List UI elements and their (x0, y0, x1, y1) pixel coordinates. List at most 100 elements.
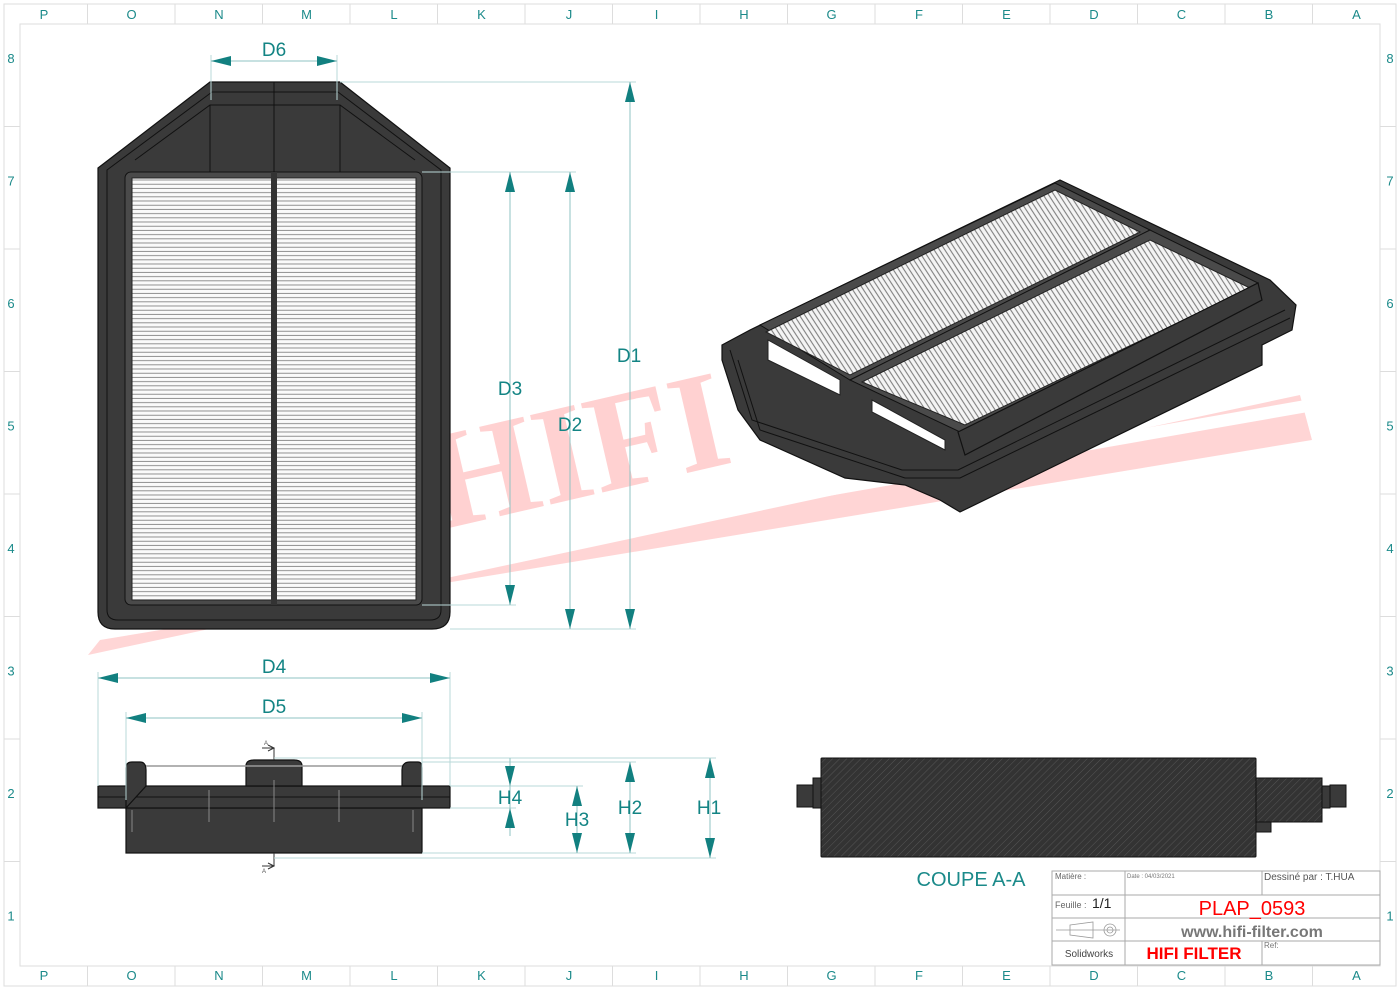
grid-column-label: D (1089, 7, 1098, 22)
dimension-arrowhead (572, 786, 582, 806)
dim-d4-label: D4 (262, 657, 287, 678)
front-view (97, 81, 451, 630)
grid-row-label: 5 (1386, 419, 1393, 434)
grid-ticks (4, 4, 1396, 986)
section-title: COUPE A-A (917, 869, 1027, 891)
dim-h4-label: H4 (498, 788, 523, 809)
dimensions: D6 D1 D3 D2 D4 D5 H4 H3 H2 H1 (97, 40, 721, 859)
dimension-arrowhead (211, 56, 231, 66)
dim-h1-label: H1 (697, 798, 721, 819)
grid-row-label: 6 (7, 296, 14, 311)
software: Solidworks (1065, 949, 1113, 960)
grid-column-label: N (214, 7, 223, 22)
dimension-arrowhead (565, 172, 575, 192)
projection-symbol-icon (1056, 921, 1120, 939)
grid-column-label: A (1352, 7, 1361, 22)
grid-column-label: H (739, 7, 748, 22)
date-label: Date : 04/03/2021 (1127, 874, 1175, 880)
dimension-arrowhead (625, 833, 635, 853)
grid-column-label: G (826, 968, 836, 983)
grid-column-label: D (1089, 968, 1098, 983)
grid-column-label: F (915, 968, 923, 983)
grid-column-label: B (1265, 968, 1274, 983)
grid-column-label: I (655, 7, 659, 22)
website: www.hifi-filter.com (1180, 924, 1323, 941)
dimension-arrowhead (572, 833, 582, 853)
grid-row-label: 3 (1386, 664, 1393, 679)
dimension-arrowhead (505, 172, 515, 192)
grid-column-label: C (1177, 968, 1186, 983)
grid-column-label: M (301, 7, 312, 22)
dimension-arrowhead (565, 609, 575, 629)
grid-column-label: K (477, 968, 486, 983)
grid-column-label: F (915, 7, 923, 22)
grid-column-label: L (390, 968, 397, 983)
dimension-arrowhead (505, 585, 515, 605)
grid-row-label: 3 (7, 664, 14, 679)
grid-column-label: J (566, 7, 573, 22)
dim-d6-label: D6 (262, 40, 286, 61)
grid-column-label: I (655, 968, 659, 983)
side-view: A A (97, 741, 451, 875)
dimension-arrowhead (126, 713, 146, 723)
grid-column-label: B (1265, 7, 1274, 22)
dimension-arrowhead (317, 56, 337, 66)
isometric-view (721, 179, 1297, 513)
dim-h2-label: H2 (618, 798, 642, 819)
dim-d1-label: D1 (617, 346, 641, 367)
grid-column-label: P (40, 968, 49, 983)
grid-column-label: P (40, 7, 49, 22)
sheet-label: Feuille : (1055, 900, 1087, 910)
grid-row-label: 1 (1386, 909, 1393, 924)
dim-d5-label: D5 (262, 697, 286, 718)
grid-column-label: A (1352, 968, 1361, 983)
grid-column-label: J (566, 968, 573, 983)
drawn-by: Dessiné par : T.HUA (1264, 872, 1355, 883)
dim-d2-label: D2 (558, 415, 582, 436)
brand: HIFI FILTER (1146, 944, 1241, 963)
material-label: Matière : (1055, 872, 1086, 881)
section-view: COUPE A-A (796, 757, 1347, 891)
dimension-arrowhead (705, 838, 715, 858)
grid-row-label: 7 (1386, 174, 1393, 189)
grid-column-label: E (1002, 968, 1011, 983)
dimension-arrowhead (705, 758, 715, 778)
grid-column-label: M (301, 968, 312, 983)
dim-h3-label: H3 (565, 810, 589, 831)
grid-column-label: H (739, 968, 748, 983)
section-marker-top: A (264, 741, 268, 747)
dimension-arrowhead (625, 82, 635, 102)
grid-column-label: L (390, 7, 397, 22)
dimension-arrowhead (625, 762, 635, 782)
grid-row-label: 6 (1386, 296, 1393, 311)
grid-row-label: 8 (1386, 51, 1393, 66)
grid-row-label: 1 (7, 909, 14, 924)
grid-column-label: E (1002, 7, 1011, 22)
grid-column-label: K (477, 7, 486, 22)
grid-labels: P P O O N N M M L L K K J J I I H H G G F F E E D D C C B B A A 8 8 7 7 6 6 5 5… (7, 7, 1393, 983)
ref-label: Ref: (1264, 941, 1279, 950)
dimension-arrowhead (402, 713, 422, 723)
grid-column-label: G (826, 7, 836, 22)
section-marker-bottom: A (262, 869, 266, 875)
grid-row-label: 2 (1386, 786, 1393, 801)
grid-column-label: C (1177, 7, 1186, 22)
dim-d3-label: D3 (498, 379, 522, 400)
grid-row-label: 7 (7, 174, 14, 189)
title-block: Matière : Date : 04/03/2021 Dessiné par … (1051, 870, 1381, 966)
grid-column-label: O (126, 7, 136, 22)
part-number: PLAP_0593 (1199, 898, 1306, 920)
dimension-arrowhead (505, 808, 515, 828)
dimension-arrowhead (430, 673, 450, 683)
dimension-arrowhead (98, 673, 118, 683)
grid-column-label: O (126, 968, 136, 983)
grid-column-label: N (214, 968, 223, 983)
grid-row-label: 4 (1386, 541, 1393, 556)
sheet-value: 1/1 (1092, 895, 1112, 911)
grid-row-label: 8 (7, 51, 14, 66)
dimension-arrowhead (625, 609, 635, 629)
grid-row-label: 2 (7, 786, 14, 801)
dimension-arrowhead (505, 766, 515, 786)
grid-row-label: 5 (7, 419, 14, 434)
